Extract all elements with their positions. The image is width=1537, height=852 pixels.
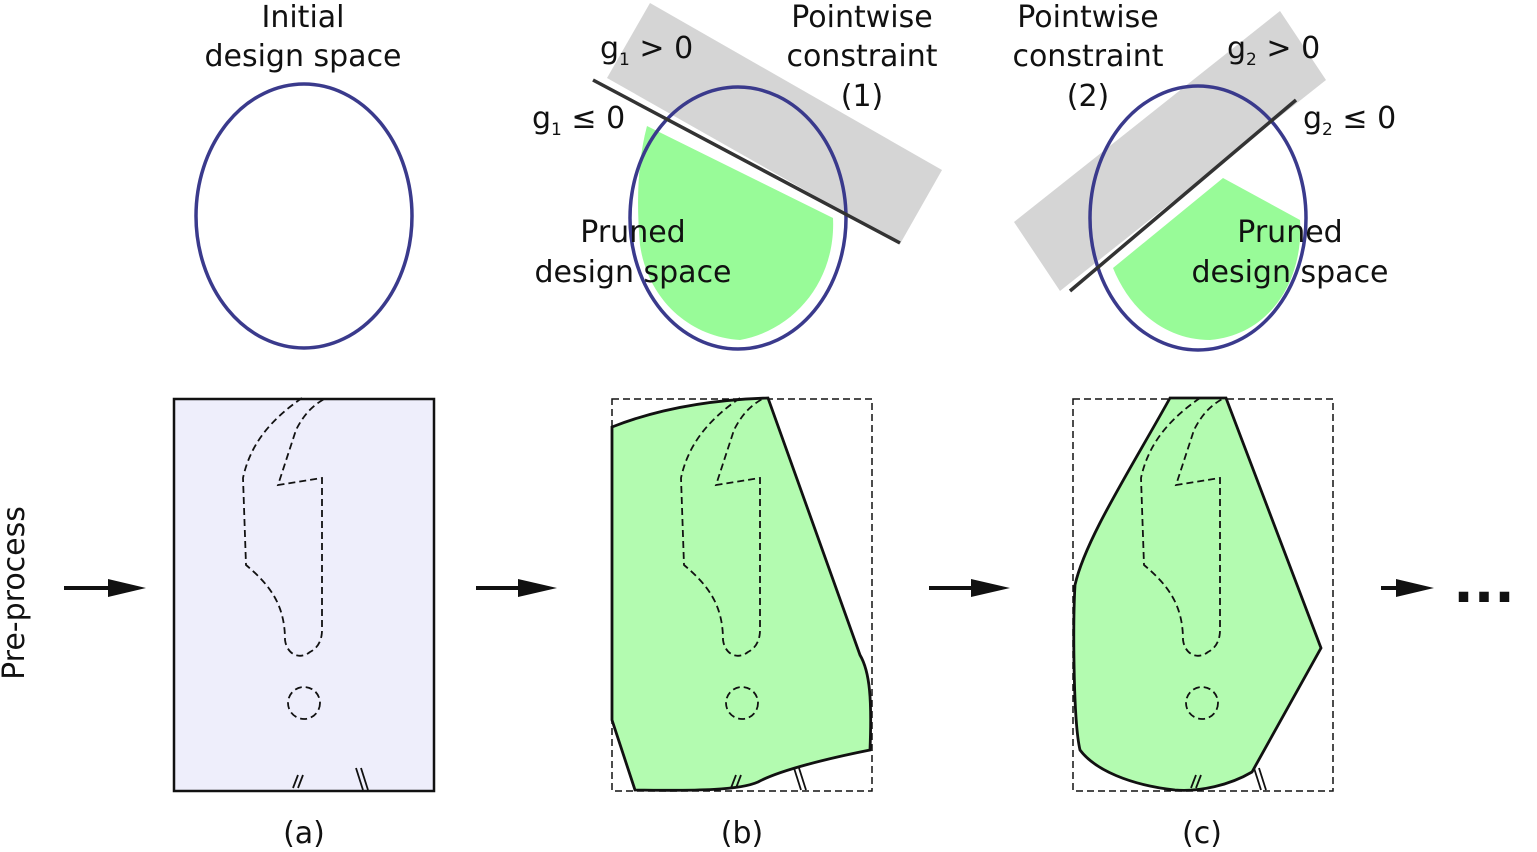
pruned-b-label-line2: design space [534,255,731,290]
initial-design-space-ellipse [194,82,414,350]
design-space-ellipse-b [628,85,848,351]
pruned-domain-c [1072,396,1323,792]
pruned-b-label-line1: Pruned [580,215,685,250]
caption-b: (b) [721,816,763,851]
arrow-into-a [64,579,146,597]
caption-a: (a) [283,816,325,851]
pruned-c-label-line1: Pruned [1237,215,1342,250]
constraint-1-label-number: (1) [841,79,884,114]
pruned-c-label-line2: design space [1191,255,1388,290]
constraint-1-label-line2: constraint [786,39,937,74]
arrow-b-to-c [929,579,1010,597]
g1-less-equal-label: g1 ≤ 0 [532,101,625,140]
continuation-ellipsis: ... [1453,552,1515,615]
constraint-2-label-line1: Pointwise [1017,0,1158,35]
g1-greater-label: g1 > 0 [600,31,693,70]
constraint-1-band [607,3,942,244]
caption-c: (c) [1182,816,1222,851]
bounding-box-b [611,398,873,792]
panel-a-top: Initial design space [194,0,414,350]
preprocess-label: Pre-process [0,506,32,680]
arrow-c-to-next [1381,579,1434,597]
panel-b-bottom: (b) [610,396,873,851]
initial-title-line2: design space [204,39,401,74]
panel-c-bottom: (c) [1072,396,1334,851]
constraint-1-label-line1: Pointwise [791,0,932,35]
bounding-box-c [1072,398,1334,792]
panel-a-bottom: (a) [172,397,436,851]
pruned-region-b [638,126,834,340]
constraint-2-label-number: (2) [1067,79,1110,114]
arrow-a-to-b [476,579,557,597]
g2-less-equal-label: g2 ≤ 0 [1303,101,1396,140]
g2-greater-label: g2 > 0 [1227,31,1320,70]
pruned-region-c [1113,178,1301,340]
pruned-domain-b [610,396,873,792]
initial-title-line1: Initial [261,0,344,35]
panel-c-top: Pointwise constraint (2) g2 > 0 g2 ≤ 0 P… [1012,0,1396,352]
constraint-2-boundary-line [1068,98,1298,293]
constraint-2-band [1014,11,1326,291]
panel-b-top: Pointwise constraint (1) g1 > 0 g1 ≤ 0 P… [532,0,942,351]
constraint-1-boundary-line [592,78,901,245]
initial-design-domain [172,397,436,793]
design-space-ellipse-c [1088,84,1308,352]
constraint-2-label-line2: constraint [1012,39,1163,74]
